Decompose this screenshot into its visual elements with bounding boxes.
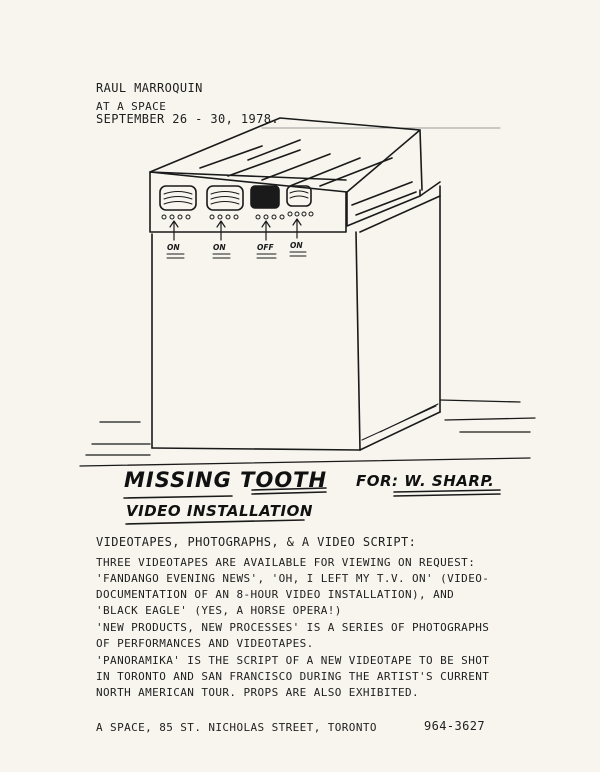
switch-label-2: ON bbox=[213, 243, 226, 252]
box-top-back-edge bbox=[419, 129, 423, 191]
artist-name: RAUL MARROQUIN bbox=[96, 81, 203, 95]
cabinet-front-right-edge bbox=[355, 231, 361, 451]
box-control-panel bbox=[149, 171, 347, 233]
monitor-2 bbox=[206, 185, 244, 211]
body-line-5: 'NEW PRODUCTS, NEW PROCESSES' IS A SERIE… bbox=[96, 621, 490, 634]
handwritten-dedication: FOR: W. SHARP. bbox=[356, 472, 495, 490]
footer-address: A SPACE, 85 ST. NICHOLAS STREET, TORONTO bbox=[96, 721, 377, 734]
body-line-8: IN TORONTO AND SAN FRANCISCO DURING THE … bbox=[96, 670, 490, 683]
body-line-2: 'FANDANGO EVENING NEWS', 'OH, I LEFT MY … bbox=[96, 572, 490, 585]
switch-label-1: ON bbox=[167, 243, 180, 252]
monitor-4 bbox=[286, 185, 312, 207]
venue-line: AT A SPACE bbox=[96, 100, 167, 113]
handwritten-subtitle: VIDEO INSTALLATION bbox=[126, 502, 313, 520]
body-line-4: 'BLACK EAGLE' (YES, A HORSE OPERA!) bbox=[96, 604, 342, 617]
body-line-6: OF PERFORMANCES AND VIDEOTAPES. bbox=[96, 637, 314, 650]
switch-label-3: OFF bbox=[257, 243, 274, 252]
footer-phone: 964-3627 bbox=[424, 719, 485, 733]
body-heading: VIDEOTAPES, PHOTOGRAPHS, & A VIDEO SCRIP… bbox=[96, 535, 417, 549]
monitor-3-off bbox=[250, 185, 280, 209]
body-line-1: THREE VIDEOTAPES ARE AVAILABLE FOR VIEWI… bbox=[96, 556, 476, 569]
body-line-7: 'PANORAMIKA' IS THE SCRIPT OF A NEW VIDE… bbox=[96, 654, 490, 667]
exhibition-dates: SEPTEMBER 26 - 30, 1978. bbox=[96, 112, 279, 126]
body-line-3: DOCUMENTATION OF AN 8-HOUR VIDEO INSTALL… bbox=[96, 588, 455, 601]
switch-label-4: ON bbox=[290, 241, 303, 250]
body-line-9: NORTH AMERICAN TOUR. PROPS ARE ALSO EXHI… bbox=[96, 686, 420, 699]
cabinet-bottom-edge bbox=[151, 447, 361, 451]
handwritten-title: MISSING TOOTH bbox=[124, 468, 328, 492]
monitor-1 bbox=[159, 185, 197, 211]
